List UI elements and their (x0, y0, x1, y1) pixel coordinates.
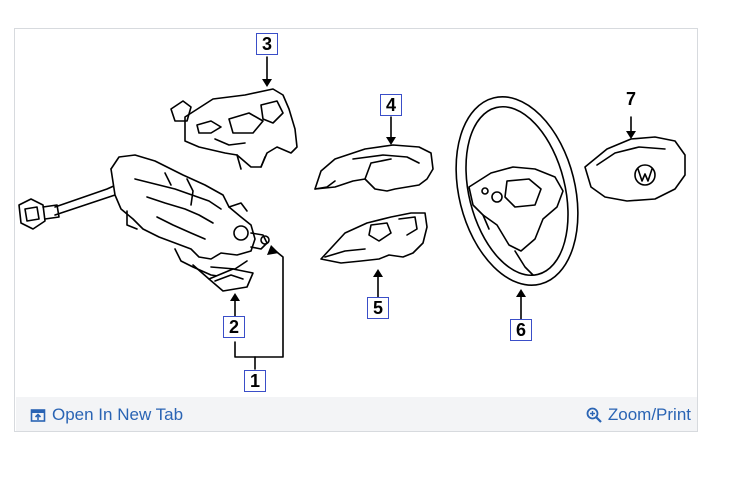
diagram-footer: Open In New Tab Zoom/Print (16, 397, 697, 431)
part-6-steering-wheel (455, 96, 579, 286)
callout-6: 6 (510, 319, 532, 341)
part-4-upper-cover (314, 144, 434, 192)
part-3-column-housing (170, 88, 298, 170)
callout-7: 7 (620, 88, 642, 110)
callout-3: 3 (256, 33, 278, 55)
zoom-print-link[interactable]: Zoom/Print (586, 405, 691, 425)
open-new-tab-icon (30, 409, 46, 422)
leader-lines (234, 56, 632, 370)
part-5-lower-cover (320, 212, 428, 264)
steering-column-diagram: 1 2 3 4 5 6 7 (15, 29, 699, 399)
callout-5: 5 (367, 297, 389, 319)
arrowheads (230, 79, 636, 301)
zoom-print-label: Zoom/Print (607, 405, 691, 424)
callout-4: 4 (380, 94, 402, 116)
part-7-airbag (584, 136, 686, 202)
callout-2: 2 (223, 316, 245, 338)
diagram-drawing (18, 56, 686, 370)
open-new-tab-label: Open In New Tab (52, 405, 184, 424)
magnifier-zoom-icon (586, 407, 602, 423)
callout-1: 1 (244, 370, 266, 392)
open-new-tab-link[interactable]: Open In New Tab (30, 405, 183, 425)
part-1-steering-column (18, 154, 270, 278)
diagram-frame: 1 2 3 4 5 6 7 Open In New Tab Zoom/Print (14, 28, 698, 432)
part-2-bracket (192, 264, 254, 292)
